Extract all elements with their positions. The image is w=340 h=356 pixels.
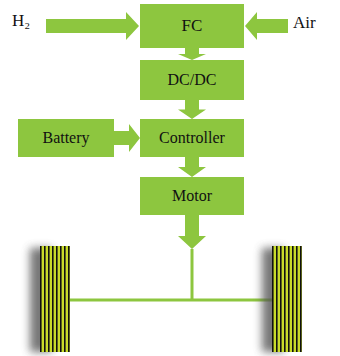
process-box: Battery <box>18 119 114 157</box>
wheel <box>272 246 302 352</box>
block-arrow <box>178 100 206 119</box>
hydrogen-inlet-arrow <box>46 12 139 40</box>
box-label: Battery <box>42 129 89 147</box>
box-label: Motor <box>172 187 212 205</box>
wheel <box>40 246 70 352</box>
process-box: DC/DC <box>140 60 244 100</box>
process-box: Controller <box>140 119 244 157</box>
process-box: Motor <box>140 177 244 215</box>
air-inlet-arrow <box>245 12 288 40</box>
box-label: Controller <box>159 129 225 147</box>
block-arrow <box>178 48 206 60</box>
motor-output-arrow <box>178 215 206 249</box>
block-arrow <box>114 124 140 152</box>
drive-shaft <box>191 249 194 300</box>
block-arrow <box>178 157 206 177</box>
process-box: FC <box>140 4 244 48</box>
axle <box>66 299 276 302</box>
input-label: Air <box>293 14 316 33</box>
input-label: H₂ <box>12 12 30 31</box>
box-label: DC/DC <box>168 71 217 89</box>
box-label: FC <box>182 17 203 36</box>
